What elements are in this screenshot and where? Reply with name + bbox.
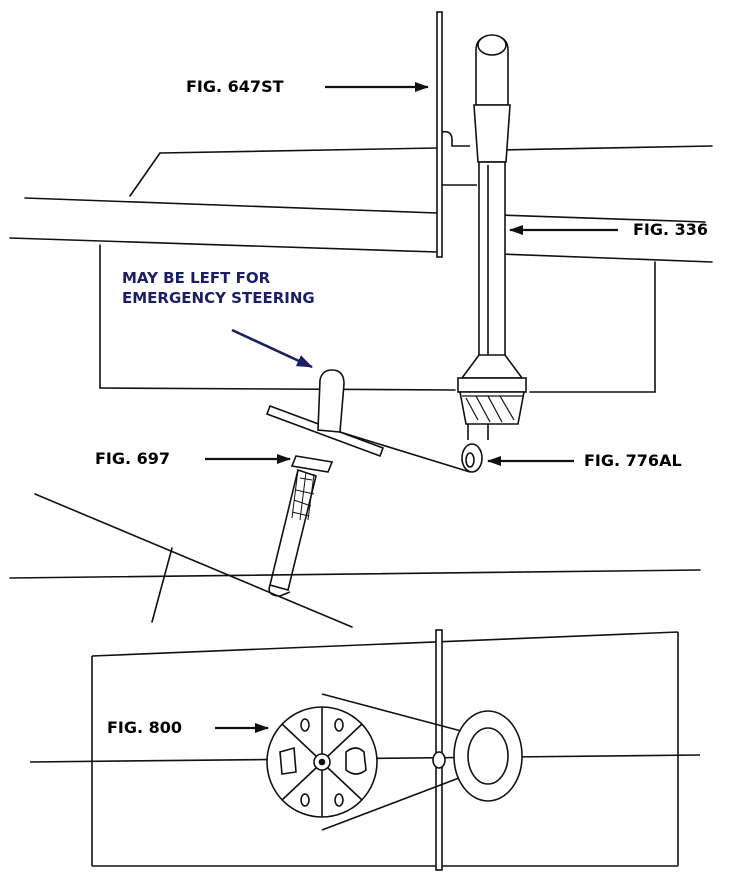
mounting-plate-holes bbox=[300, 718, 344, 807]
plate-slot-right bbox=[345, 747, 367, 775]
cone-upper bbox=[321, 693, 481, 737]
tiller-shaft bbox=[478, 161, 506, 361]
steering-stub-crosshatch bbox=[291, 469, 315, 521]
upper-hull-view bbox=[9, 145, 713, 393]
transom-tick bbox=[151, 547, 173, 623]
tiller-head-cap bbox=[477, 34, 507, 56]
rudder-plate bbox=[436, 11, 443, 258]
label-fig-336: FIG. 336 bbox=[633, 220, 709, 239]
drag-link-yoke bbox=[467, 424, 489, 440]
label-fig-697: FIG. 697 bbox=[95, 449, 171, 468]
note-line-1: MAY BE LEFT FOR bbox=[122, 269, 271, 287]
vertical-rod bbox=[435, 629, 443, 871]
fig-776al-part bbox=[461, 424, 489, 473]
hull-roof-right bbox=[499, 145, 713, 151]
drag-link-ball-inner bbox=[465, 452, 475, 468]
hull-bottom-line bbox=[99, 387, 456, 391]
fig-336-part bbox=[457, 34, 527, 425]
transom-view bbox=[9, 493, 701, 628]
cone-lower bbox=[321, 769, 481, 831]
port-disc-inner bbox=[467, 727, 509, 785]
plate-slot-left bbox=[279, 746, 297, 775]
deck-edge-lower bbox=[9, 237, 438, 253]
label-fig-647st: FIG. 647ST bbox=[186, 77, 284, 96]
cabin-front-line bbox=[129, 152, 161, 197]
tiller-gear bbox=[459, 391, 525, 425]
arrow-emergency-note bbox=[231, 328, 313, 369]
fig-800-view bbox=[29, 629, 701, 871]
deck-edge-upper bbox=[24, 197, 438, 214]
fig-647st-part bbox=[436, 11, 477, 258]
rod-clamp bbox=[432, 751, 446, 769]
tiller-flare bbox=[460, 354, 524, 379]
deck-edge-lower-right bbox=[499, 253, 713, 263]
label-fig-800: FIG. 800 bbox=[107, 718, 183, 737]
mounting-plate-hub-dot bbox=[318, 758, 326, 766]
emergency-steering-note: MAY BE LEFT FOR EMERGENCY STEERING bbox=[122, 268, 315, 308]
panel-top-line bbox=[91, 631, 679, 657]
mounting-plate-spokes bbox=[281, 707, 363, 817]
tiller-base bbox=[457, 377, 527, 393]
transom-slope bbox=[34, 493, 353, 628]
deck-edge-upper-right bbox=[499, 214, 706, 223]
note-line-2: EMERGENCY STEERING bbox=[122, 289, 315, 307]
callout-arrows bbox=[205, 82, 618, 733]
waterline bbox=[9, 569, 701, 579]
tie-rod bbox=[339, 431, 471, 473]
gear-teeth bbox=[462, 395, 524, 423]
tiller-collar bbox=[473, 104, 511, 163]
fig-697-part bbox=[265, 369, 471, 597]
steering-stub-head bbox=[317, 369, 345, 433]
rudder-plate-bracket bbox=[441, 130, 470, 147]
cabin-roof-line bbox=[159, 147, 438, 154]
steering-stub-collar bbox=[290, 455, 334, 473]
label-fig-776al: FIG. 776AL bbox=[584, 451, 682, 470]
steering-stub-shaft bbox=[269, 468, 317, 591]
